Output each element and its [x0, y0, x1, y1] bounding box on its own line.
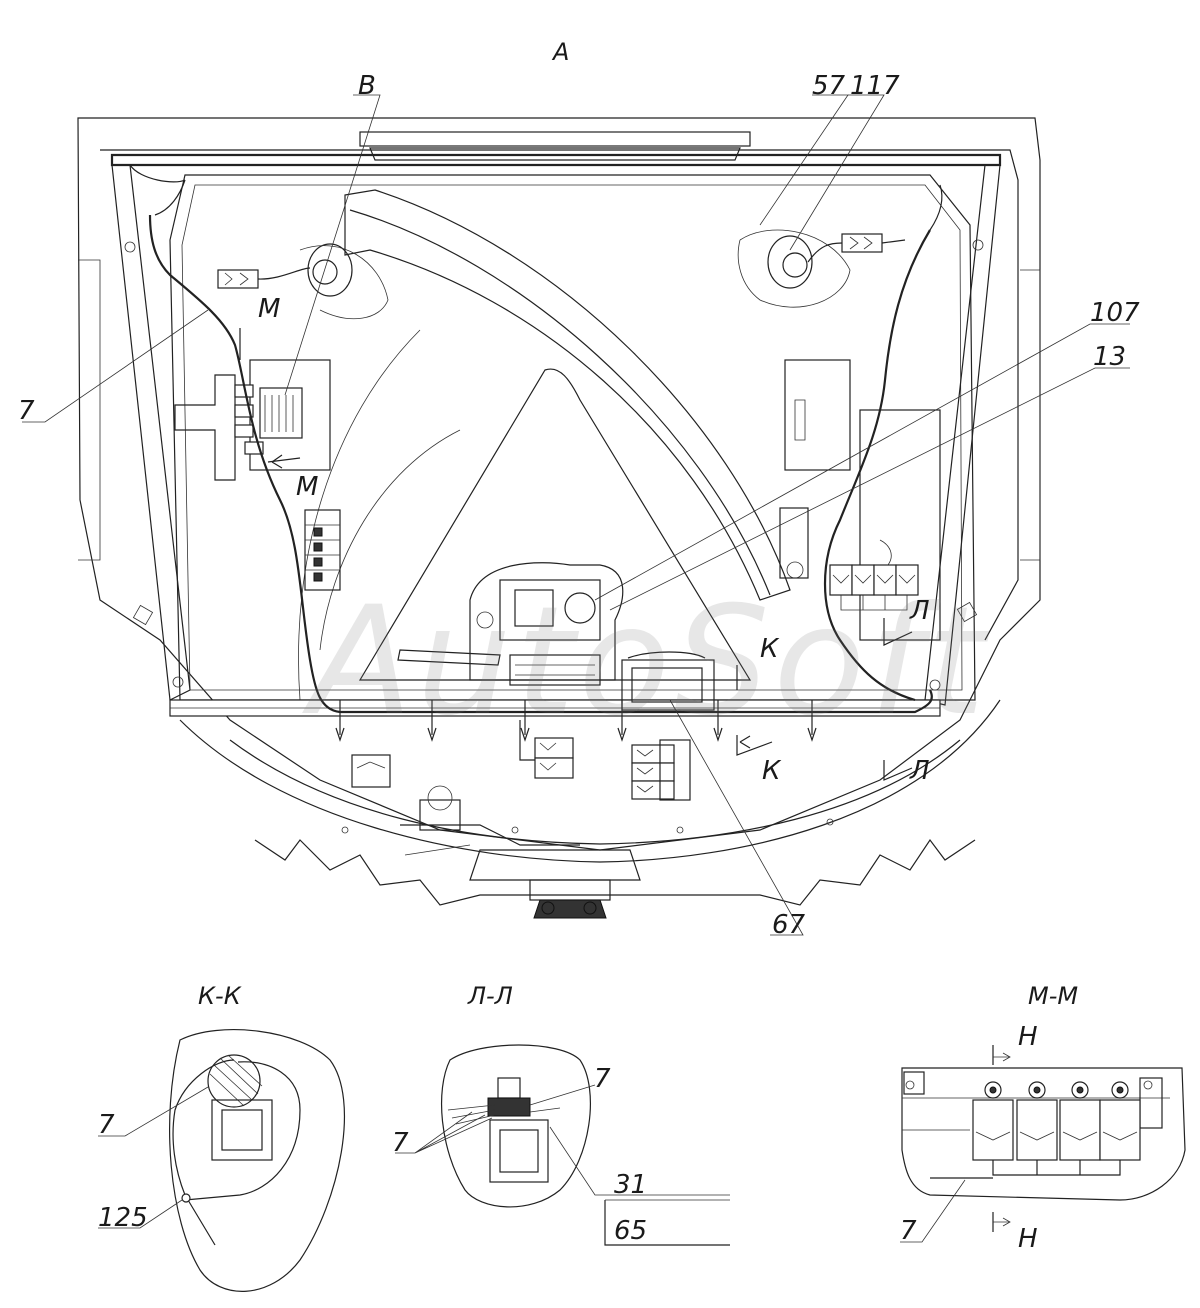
- section-title-k-k: К-К: [198, 982, 241, 1010]
- section-mark-h-bottom: Н: [1018, 1224, 1038, 1254]
- mm-relays: [972, 1081, 1141, 1161]
- callout-57: 57: [812, 71, 846, 101]
- callout-65: 65: [614, 1216, 648, 1246]
- callout-7-ll-a: 7: [594, 1064, 611, 1094]
- callout-31: 31: [614, 1170, 648, 1200]
- callout-13: 13: [1093, 342, 1127, 372]
- callout-67: 67: [772, 910, 806, 940]
- section-k-k: [98, 1029, 346, 1292]
- callout-7-main: 7: [18, 396, 35, 426]
- section-title-m-m: М-М: [1028, 982, 1079, 1010]
- callout-7-kk: 7: [98, 1110, 115, 1140]
- section-m-m: [900, 1045, 1186, 1243]
- view-label-a: А: [553, 38, 570, 66]
- callout-107: 107: [1090, 298, 1140, 328]
- section-mark-l-upper: Л: [910, 596, 930, 626]
- callout-125: 125: [98, 1203, 148, 1233]
- section-mark-k-lower: К: [762, 756, 781, 786]
- section-mark-h-top: Н: [1018, 1022, 1038, 1052]
- section-mark-m-top: М: [258, 294, 281, 324]
- section-mark-l-lower: Л: [910, 756, 930, 786]
- section-mark-k-upper: К: [760, 634, 779, 664]
- callout-7-mm: 7: [900, 1216, 917, 1246]
- callout-7-ll-b: 7: [392, 1128, 409, 1158]
- main-view-a: [22, 94, 1130, 936]
- watermark: AutoSoft: [310, 575, 989, 749]
- section-mark-m-bottom: М: [296, 472, 319, 502]
- section-l-l: [395, 1044, 730, 1246]
- section-title-l-l: Л-Л: [468, 982, 513, 1010]
- callout-117: 117: [850, 71, 900, 101]
- callout-b: В: [358, 71, 376, 101]
